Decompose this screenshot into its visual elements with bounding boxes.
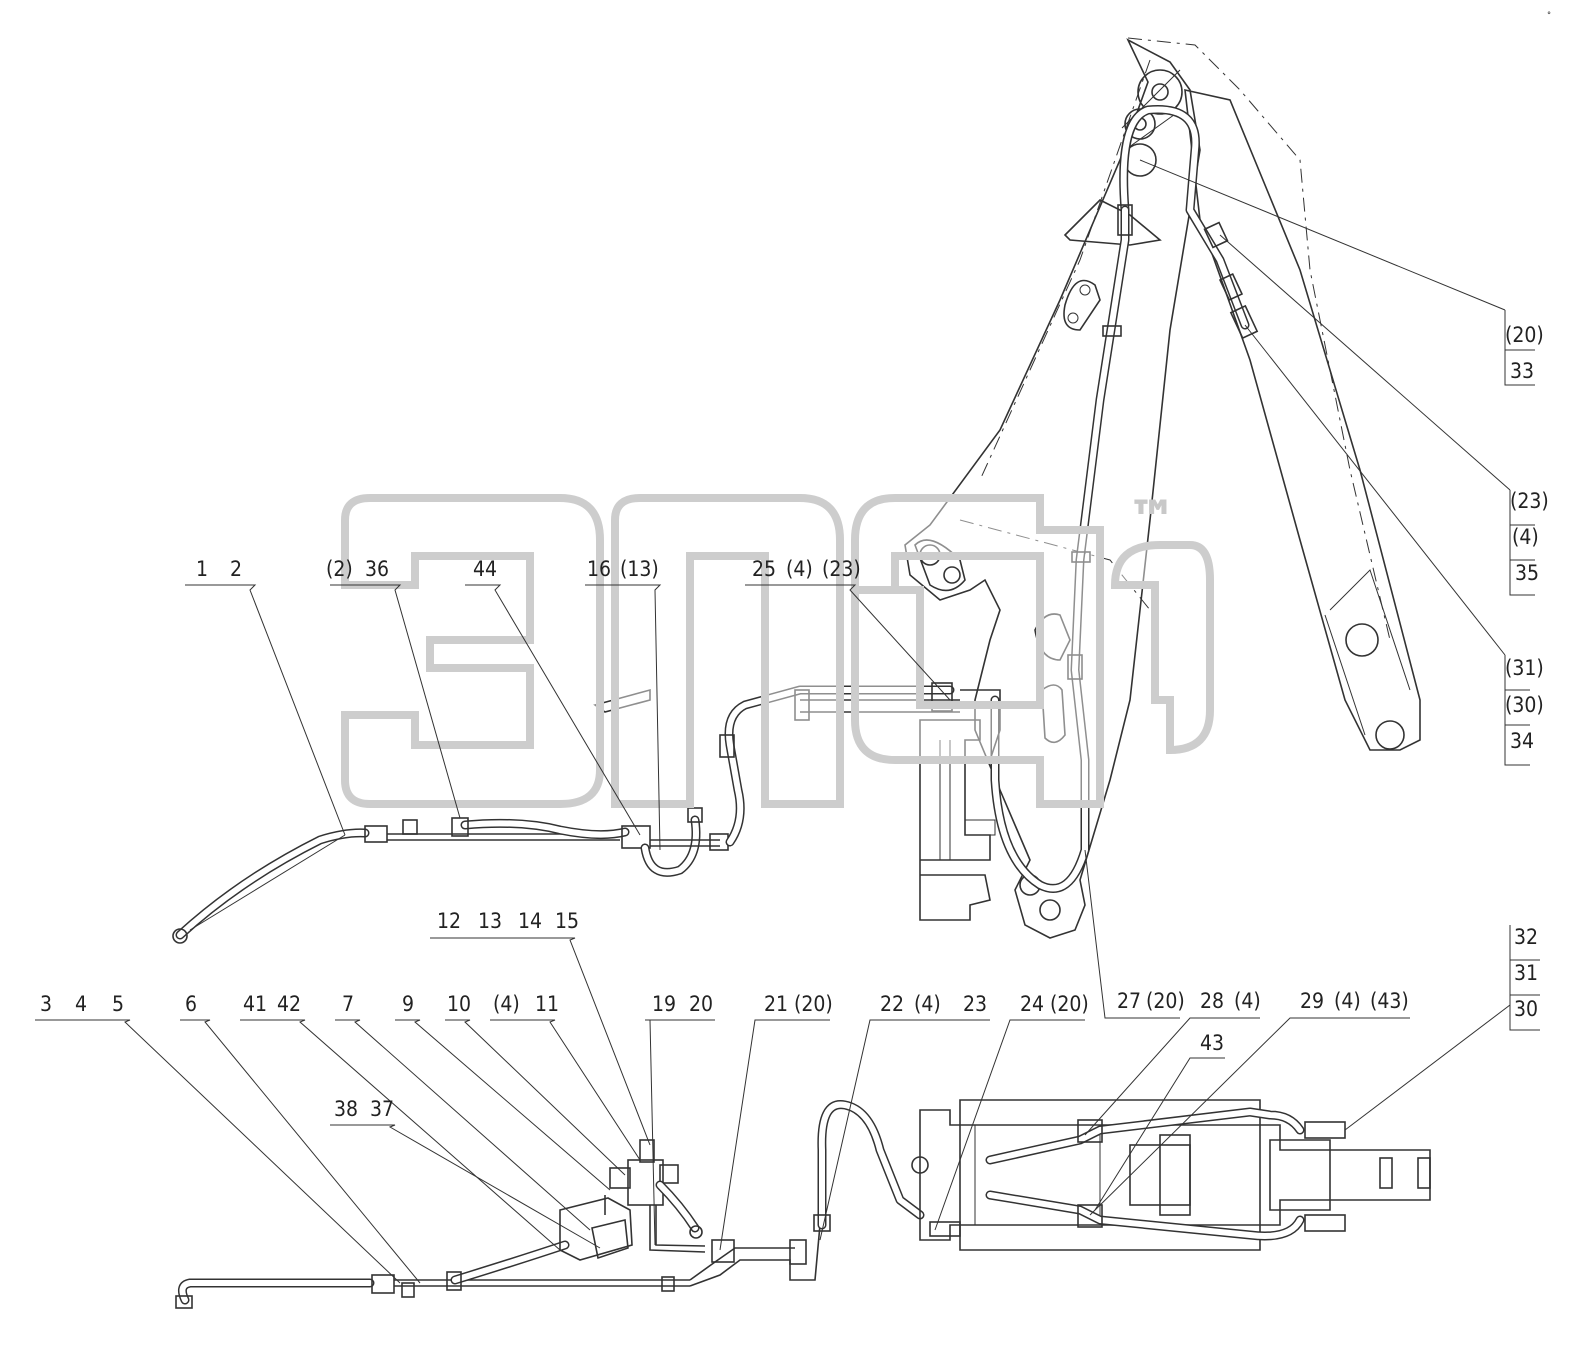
callout-20-33-a: (20) xyxy=(1505,323,1544,347)
callout-25-4-23-b: (4) xyxy=(786,557,813,581)
callout-12-15-b: 13 xyxy=(478,909,502,933)
callout-24-20-b: (20) xyxy=(1050,992,1089,1016)
callout-12-15-c: 14 xyxy=(518,909,542,933)
callout-23-4-35-c: 35 xyxy=(1515,561,1539,585)
callout-38-37-b: 37 xyxy=(370,1097,394,1121)
callout-1-2-b: 2 xyxy=(230,557,242,581)
callout-6: 6 xyxy=(185,992,197,1016)
callout-4-11-a: (4) xyxy=(493,992,520,1016)
callout-29-4-43-c: (43) xyxy=(1370,989,1409,1013)
callout-1-2-a: 1 xyxy=(196,557,208,581)
watermark-trademark: ™ xyxy=(1128,491,1176,547)
callout-2-36-a: (2) xyxy=(326,557,353,581)
callout-25-4-23-c: (23) xyxy=(822,557,861,581)
callout-20-33-b: 33 xyxy=(1510,359,1534,383)
callout-22-4-23-b: (4) xyxy=(914,992,941,1016)
callout-41-42-a: 41 xyxy=(243,992,267,1016)
callout-21-20-b: (20) xyxy=(794,992,833,1016)
callout-38-37-a: 38 xyxy=(334,1097,358,1121)
callout-31-30-34-a: (31) xyxy=(1505,656,1544,680)
callout-4-11-b: 11 xyxy=(535,992,559,1016)
corner-mark: ° xyxy=(1547,11,1551,21)
callout-labels: 1 2 (2) 36 44 16 (13) 25 (4) (23) 12 13 … xyxy=(40,323,1549,1121)
callout-27-20-a: 27 xyxy=(1117,989,1141,1013)
mid-hose-line xyxy=(172,682,1001,944)
lower-hose-line xyxy=(175,1099,1431,1309)
callout-19-20-a: 19 xyxy=(652,992,676,1016)
callout-12-15-d: 15 xyxy=(555,909,579,933)
callout-32-31-30-b: 31 xyxy=(1514,961,1538,985)
callout-21-20-a: 21 xyxy=(764,992,788,1016)
callout-2-36-b: 36 xyxy=(365,557,389,581)
watermark-logo: ™ xyxy=(341,491,1214,808)
callout-22-4-23-c: 23 xyxy=(963,992,987,1016)
callout-28-4-b: (4) xyxy=(1234,989,1261,1013)
callout-44: 44 xyxy=(473,557,497,581)
boom-arm xyxy=(904,37,1421,939)
leader-lines xyxy=(35,159,1540,1284)
callout-29-4-43-a: 29 xyxy=(1300,989,1324,1013)
callout-32-31-30-c: 30 xyxy=(1514,997,1538,1021)
callout-16-13-b: (13) xyxy=(620,557,659,581)
callout-31-30-34-c: 34 xyxy=(1510,729,1534,753)
callout-24-20-a: 24 xyxy=(1020,992,1044,1016)
callout-41-42-b: 42 xyxy=(277,992,301,1016)
callout-7: 7 xyxy=(342,992,354,1016)
callout-19-20-b: 20 xyxy=(689,992,713,1016)
callout-28-4-a: 28 xyxy=(1200,989,1224,1013)
callout-10: 10 xyxy=(447,992,471,1016)
boom-hoses xyxy=(990,105,1259,893)
callout-23-4-35-a: (23) xyxy=(1510,489,1549,513)
callout-3-5-c: 5 xyxy=(112,992,124,1016)
callout-32-31-30-a: 32 xyxy=(1514,925,1538,949)
callout-3-5-a: 3 xyxy=(40,992,52,1016)
callout-9: 9 xyxy=(402,992,414,1016)
callout-3-5-b: 4 xyxy=(75,992,87,1016)
callout-31-30-34-b: (30) xyxy=(1505,693,1544,717)
callout-22-4-23-a: 22 xyxy=(880,992,904,1016)
callout-12-15-a: 12 xyxy=(437,909,461,933)
callout-25-4-23-a: 25 xyxy=(752,557,776,581)
callout-43: 43 xyxy=(1200,1031,1224,1055)
callout-27-20-b: (20) xyxy=(1146,989,1185,1013)
callout-23-4-35-b: (4) xyxy=(1512,525,1539,549)
callout-16-13-a: 16 xyxy=(587,557,611,581)
callout-29-4-43-b: (4) xyxy=(1334,989,1361,1013)
